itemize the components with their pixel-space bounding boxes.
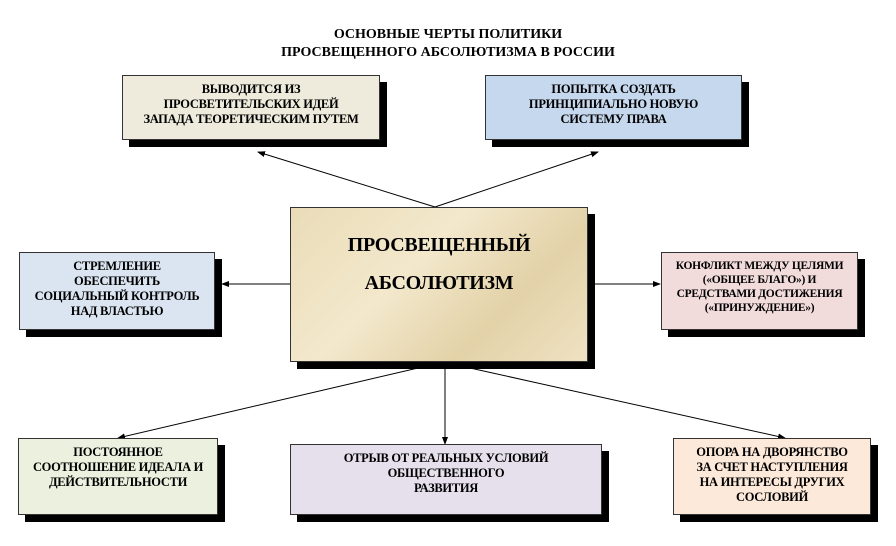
arrow-top-left [257, 151, 436, 208]
box-text-line: РАЗВИТИЯ [413, 481, 479, 495]
title-line-1: ОСНОВНЫЕ ЧЕРТЫ ПОЛИТИКИ [333, 27, 563, 42]
box-text-line: СТРЕМЛЕНИЕ [73, 259, 161, 273]
box-text-line: ПРОСВЕТИТЕЛЬСКИХ ИДЕЙ [163, 97, 339, 111]
box-text-line: ДЕЙСТВИТЕЛЬНОСТИ [48, 475, 188, 489]
box-text-line: СОСЛОВИЙ [735, 490, 809, 504]
box-text-line: ОТРЫВ ОТ РЕАЛЬНЫХ УСЛОВИЙ [343, 451, 549, 465]
box-text-line: ВЫВОДИТСЯ ИЗ [201, 82, 301, 96]
arrow-top-right [434, 151, 599, 208]
box-text-line: КОНФЛИКТ МЕЖДУ ЦЕЛЯМИ [675, 260, 844, 272]
arrow-bottom-left [117, 367, 419, 440]
box-text-line: СРЕДСТВАМИ ДОСТИЖЕНИЯ [676, 288, 843, 300]
box-text-line: ОБЕСПЕЧИТЬ [74, 274, 160, 288]
box-text-line: ЗА СЧЕТ НАСТУПЛЕНИЯ [696, 460, 848, 474]
box-text-line: НАД ВЛАСТЬЮ [70, 304, 164, 318]
box-right: КОНФЛИКТ МЕЖДУ ЦЕЛЯМИ («ОБЩЕЕ БЛАГО») И СР… [661, 252, 858, 330]
box-text-line: ПОПЫТКА СОЗДАТЬ [551, 82, 676, 96]
box-text-line: ОПОРА НА ДВОРЯНСТВО [696, 445, 848, 459]
center-line-2: АБСОЛЮТИЗМ [364, 272, 514, 294]
box-text-line: СОЦИАЛЬНЫЙ КОНТРОЛЬ [34, 289, 200, 303]
box-text-line: СИСТЕМУ ПРАВА [560, 112, 667, 126]
box-text-line: ОБЩЕСТВЕННОГО [387, 466, 505, 480]
box-text-line: НА ИНТЕРЕСЫ ДРУГИХ [699, 475, 845, 489]
box-text-line: ПРИНЦИПИАЛЬНО НОВУЮ [528, 97, 699, 111]
arrow-bottom-right [469, 367, 786, 440]
box-text-line: СООТНОШЕНИЕ ИДЕАЛА И [32, 460, 204, 474]
box-text-line: («ПРИНУЖДЕНИЕ») [704, 302, 815, 314]
box-text-line: ПОСТОЯННОЕ [73, 445, 163, 459]
center-box: ПРОСВЕЩЕННЫЙ АБСОЛЮТИЗМ [290, 207, 588, 362]
title-line-2: ПРОСВЕЩЕННОГО АБСОЛЮТИЗМА В РОССИИ [281, 45, 615, 60]
box-text-line: ЗАПАДА ТЕОРЕТИЧЕСКИМ ПУТЕМ [143, 112, 359, 126]
center-line-1: ПРОСВЕЩЕННЫЙ [347, 234, 531, 256]
box-text-line: («ОБЩЕЕ БЛАГО») И [702, 274, 817, 286]
